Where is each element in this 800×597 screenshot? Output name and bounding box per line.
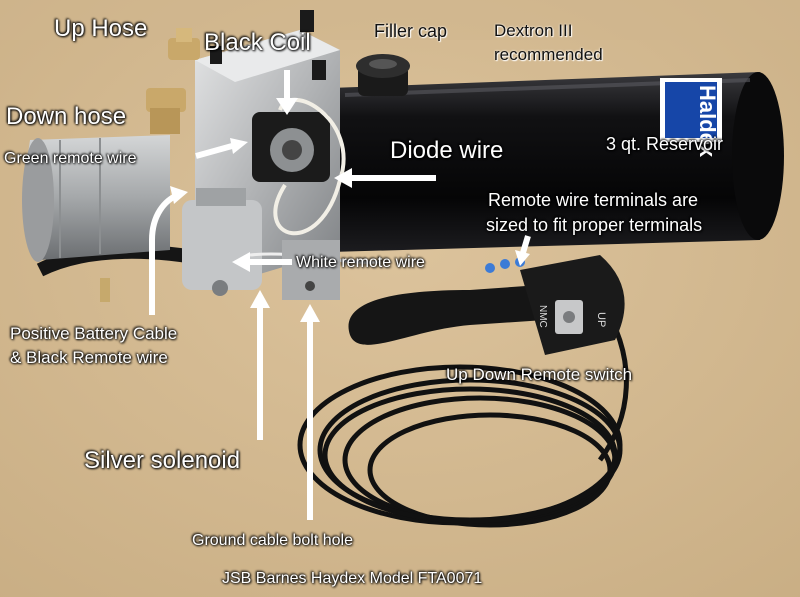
label-ground-bolt: Ground cable bolt hole [192, 532, 353, 549]
label-dextron-line1: Dextron III [494, 21, 573, 40]
label-white-remote-wire: White remote wire [296, 254, 425, 271]
label-silver-solenoid: Silver solenoid [84, 447, 241, 474]
label-dextron-line2: recommended [494, 45, 603, 64]
filler-cap [356, 54, 410, 96]
up-hose-fitting [168, 28, 200, 60]
silver-solenoid [182, 188, 262, 296]
label-reservoir: 3 qt. Reservoir [606, 134, 724, 154]
label-up-hose: Up Hose [54, 15, 148, 42]
label-down-hose: Down hose [6, 103, 127, 130]
remote-switch: UP NMC [348, 255, 625, 355]
label-filler-cap: Filler cap [374, 21, 448, 41]
label-battery-line2: & Black Remote wire [10, 348, 168, 367]
label-green-remote-wire: Green remote wire [4, 150, 137, 167]
label-diode-wire: Diode wire [390, 137, 504, 164]
caption: JSB Barnes Haydex Model FTA0071 [222, 570, 483, 587]
label-terminals-line1: Remote wire terminals are [488, 190, 699, 210]
switch-label-brand: NMC [537, 305, 548, 328]
label-up-down-switch: Up Down Remote switch [446, 365, 633, 384]
switch-label-up: UP [595, 312, 607, 327]
reservoir-tank: Haldex [330, 72, 784, 252]
annotation-arrows [149, 70, 531, 520]
label-terminals-line2: sized to fit proper terminals [486, 215, 703, 235]
black-coil [252, 112, 330, 182]
label-black-coil: Black Coil [204, 29, 311, 56]
label-battery-line1: Positive Battery Cable [10, 324, 178, 343]
mount-bolt [100, 278, 110, 302]
motor-housing [22, 135, 170, 262]
brand-logo-text: Haldex [695, 85, 720, 158]
down-hose-fitting [146, 88, 186, 134]
